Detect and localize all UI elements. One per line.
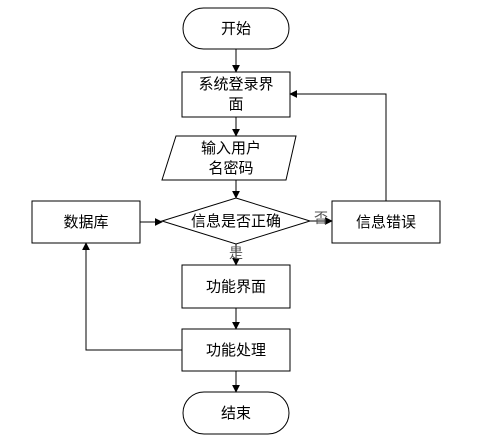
- login-ui-node: 系统登录界 面: [181, 71, 291, 118]
- function-process-node: 功能处理: [181, 328, 291, 372]
- function-process-label: 功能处理: [206, 341, 266, 359]
- input-label-line2: 名密码: [208, 159, 253, 177]
- input-node: 输入用户 名密码: [161, 135, 297, 181]
- check-decision-node: 信息是否正确: [160, 197, 312, 245]
- database-label: 数据库: [63, 213, 108, 231]
- error-label: 信息错误: [356, 213, 416, 231]
- database-node: 数据库: [31, 200, 141, 244]
- no-edge-label: 否: [314, 211, 328, 227]
- end-label: 结束: [221, 404, 251, 422]
- yes-edge-label: 是: [229, 246, 243, 262]
- login-ui-label-line2: 面: [228, 95, 243, 113]
- error-node: 信息错误: [331, 200, 441, 244]
- start-node: 开始: [182, 7, 290, 50]
- start-label: 开始: [221, 20, 251, 38]
- login-ui-label-line1: 系统登录界: [198, 75, 273, 93]
- arrow-error-to-login: [289, 90, 387, 201]
- function-ui-label: 功能界面: [206, 278, 266, 296]
- function-ui-node: 功能界面: [181, 264, 291, 309]
- input-label-line1: 输入用户: [201, 139, 261, 157]
- arrow-process-to-database: [82, 242, 182, 351]
- end-node: 结束: [182, 391, 290, 435]
- check-decision-label: 信息是否正确: [191, 212, 281, 230]
